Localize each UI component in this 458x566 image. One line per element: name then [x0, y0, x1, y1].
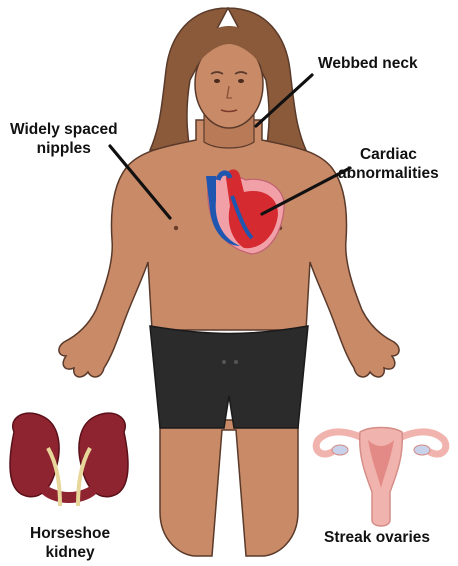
streak-ovaries-illustration: [316, 428, 446, 527]
label-widely-spaced-nipples: Widely spaced nipples: [10, 120, 118, 158]
label-cardiac-abnormalities: Cardiac abnormalities: [338, 145, 439, 183]
shorts: [150, 326, 308, 428]
ovary-right-streak: [414, 445, 430, 455]
label-streak-ovaries: Streak ovaries: [324, 528, 430, 547]
label-webbed-neck: Webbed neck: [318, 54, 418, 73]
ovary-left-streak: [332, 445, 348, 455]
label-horseshoe-kidney: Horseshoe kidney: [30, 524, 110, 562]
nipple-left: [174, 226, 178, 230]
horseshoe-kidney-illustration: [10, 413, 128, 506]
legs: [160, 420, 298, 556]
